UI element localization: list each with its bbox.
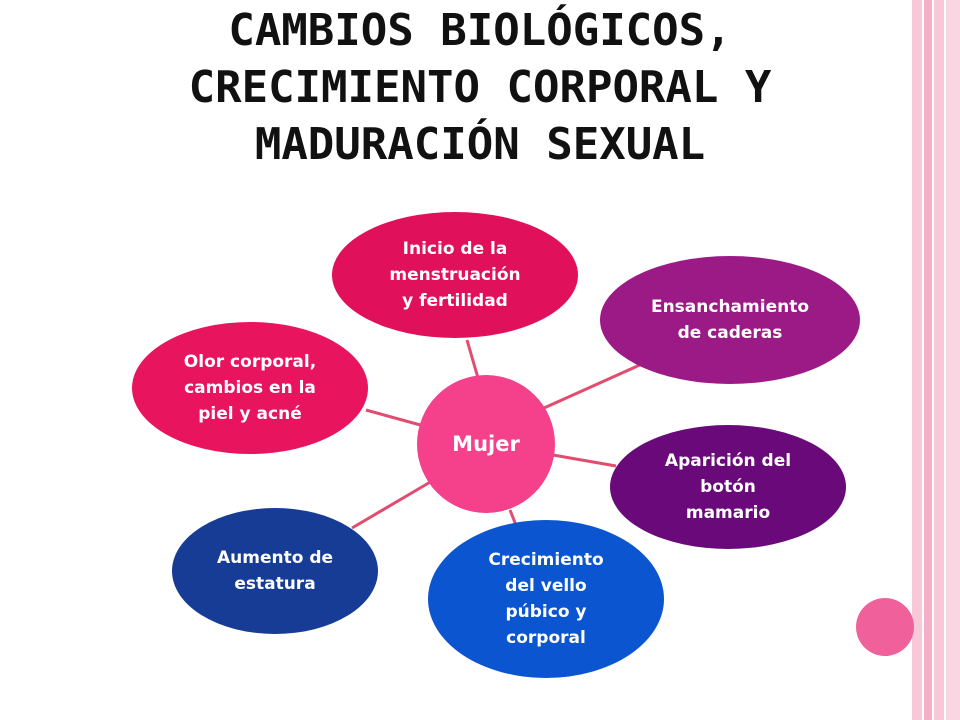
title-line-3: MADURACIÓN SEXUAL [254,119,706,170]
decorative-stripe [912,0,922,720]
node-estatura: Aumento de estatura [172,508,378,634]
connector-boton [552,453,617,468]
connector-menstruacion [465,339,480,379]
connector-estatura [351,479,433,530]
slide-title: CAMBIOS BIOLÓGICOS, CRECIMIENTO CORPORAL… [80,2,880,173]
decorative-stripe [946,0,960,720]
decorative-stripe [924,0,932,720]
node-boton-mamario: Aparición del botón mamario [610,425,846,549]
node-caderas: Ensanchamiento de caderas [600,256,860,384]
node-vello: Crecimiento del vello púbico y corporal [428,520,664,678]
connector-olor [365,408,425,428]
title-line-2: CRECIMIENTO CORPORAL Y [188,62,772,113]
center-node-mujer: Mujer [417,375,555,513]
node-olor-corporal: Olor corporal, cambios en la piel y acné [132,322,368,454]
node-menstruacion: Inicio de la menstruación y fertilidad [332,212,578,338]
title-line-1: CAMBIOS BIOLÓGICOS, [228,5,732,56]
decorative-circle [856,598,914,656]
connector-caderas [543,362,643,410]
decorative-stripe [934,0,944,720]
